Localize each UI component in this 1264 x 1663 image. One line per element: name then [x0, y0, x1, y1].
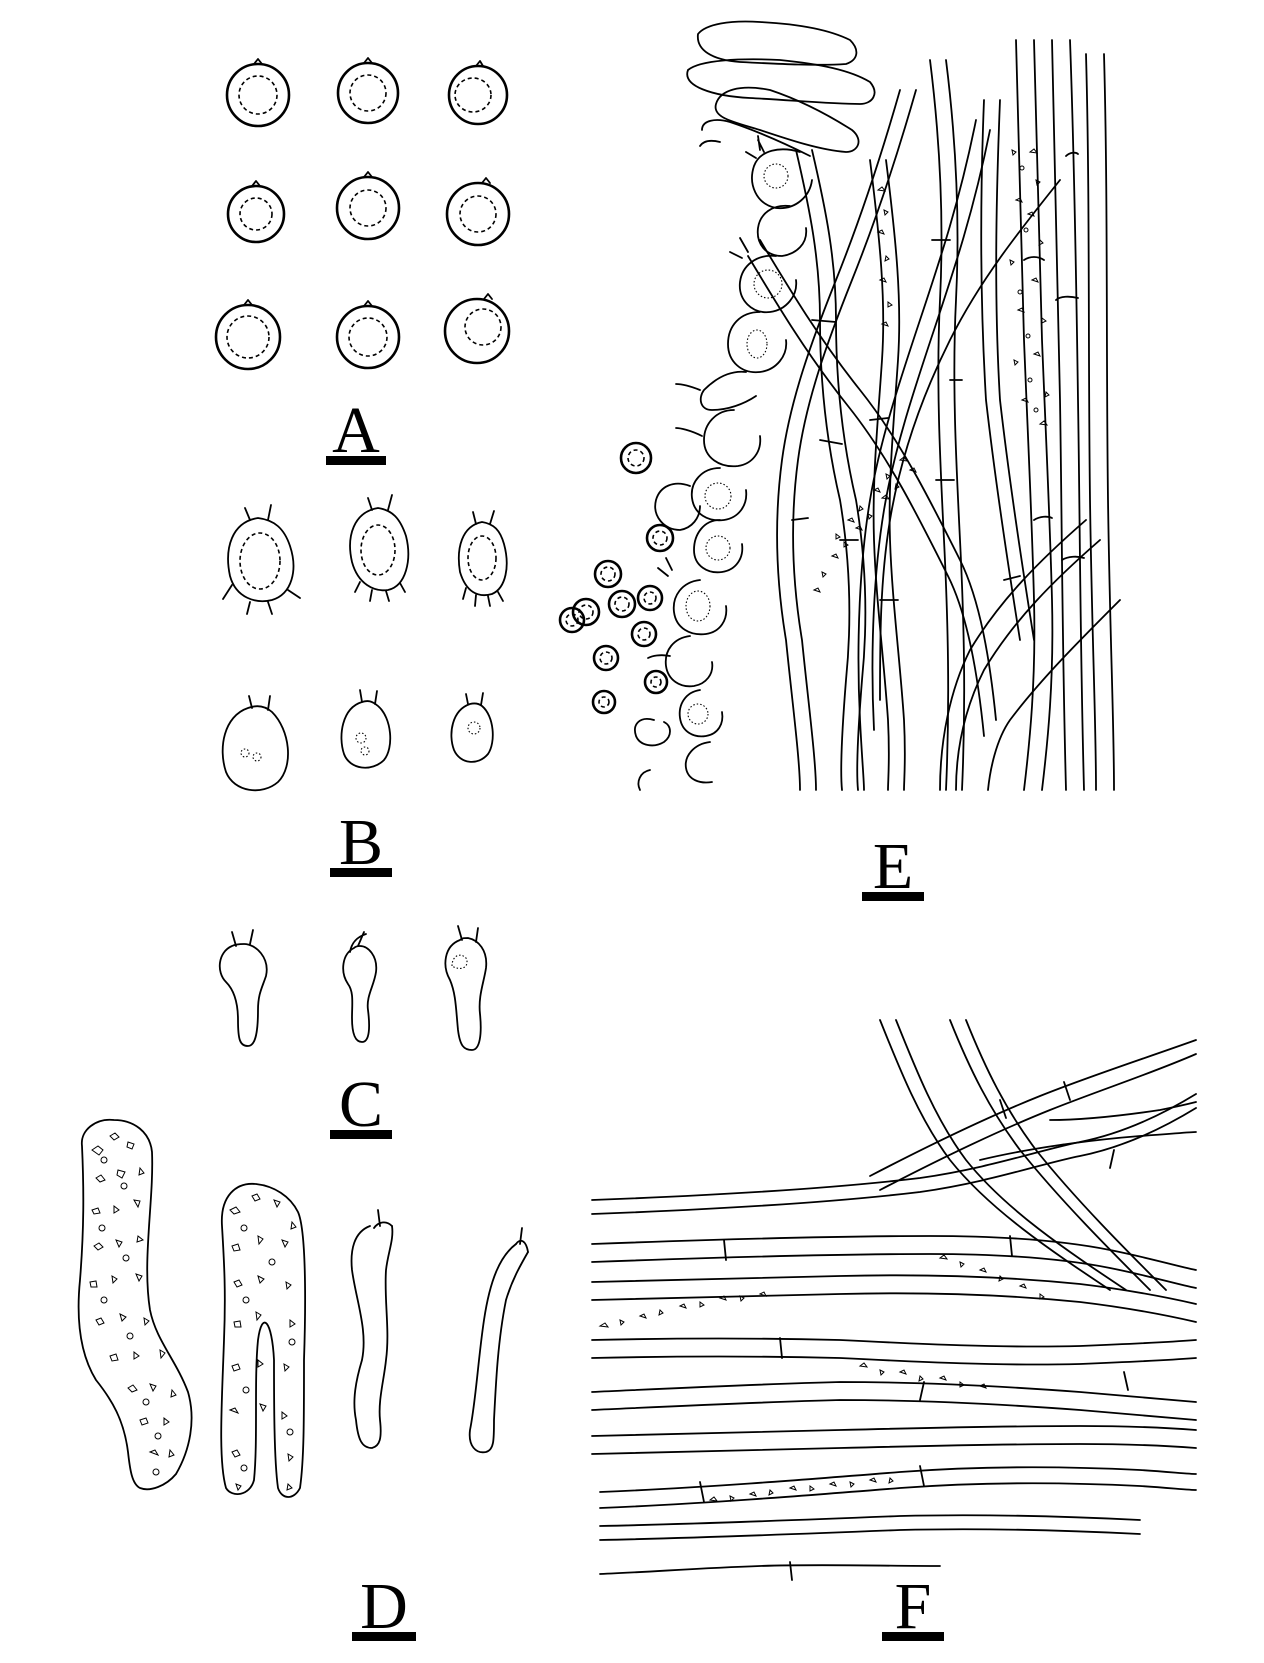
basidium [349, 494, 410, 602]
cystidium [342, 931, 378, 1043]
panel-label-d-underline [352, 1632, 416, 1641]
spore [443, 293, 511, 365]
panel-label-c: C [338, 1068, 384, 1141]
panel-b-basidia [221, 494, 508, 792]
basidium [457, 510, 508, 607]
spore [445, 177, 511, 247]
panel-label-b-underline [330, 868, 392, 877]
panel-label-f: F [894, 1570, 932, 1643]
panel-f-hyphae [591, 1019, 1197, 1581]
basidium [222, 504, 301, 615]
cystidium [444, 925, 488, 1051]
basidiole [450, 692, 494, 763]
panel-label-e-underline [862, 892, 924, 901]
panel-label-e: E [872, 830, 914, 903]
spore [335, 171, 401, 241]
spore [336, 57, 400, 125]
panel-c-cystidia [218, 925, 488, 1051]
basidiole [340, 689, 392, 769]
cystidium [218, 929, 268, 1047]
spore [335, 300, 401, 370]
hypha-element [350, 1209, 394, 1449]
hypha-element [468, 1227, 529, 1454]
spore [447, 60, 509, 126]
panel-label-f-underline [882, 1632, 944, 1641]
spore [226, 180, 286, 244]
encrusted-element [77, 1118, 193, 1491]
spore [225, 58, 291, 128]
basidiole [221, 695, 289, 792]
panel-e-section [558, 20, 1121, 791]
panel-label-b: B [338, 806, 384, 879]
panel-label-d: D [360, 1570, 408, 1643]
panel-label-c-underline [330, 1130, 392, 1139]
panel-label-a-underline [326, 456, 386, 465]
panel-d-elements [77, 1118, 529, 1498]
encrusted-element [220, 1183, 307, 1498]
panel-label-a: A [332, 394, 380, 467]
panel-a-spores [214, 57, 511, 371]
spore [214, 299, 282, 371]
